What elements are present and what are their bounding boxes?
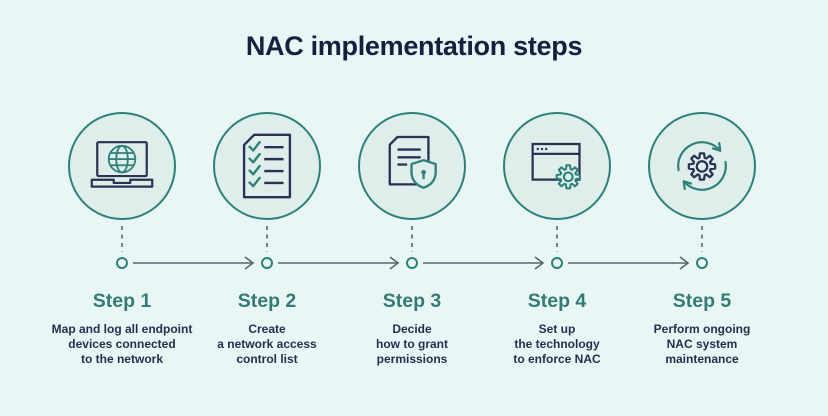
step-2-icon-circle: [213, 112, 321, 220]
step-description-line: Create: [248, 322, 286, 336]
step-description: Map and log all endpoint devices connect…: [37, 322, 207, 367]
step-3: Step 3 Decide how to grant permissions: [327, 112, 497, 367]
step-5-icon-circle: [648, 112, 756, 220]
step-2: Step 2 Create a network access control l…: [182, 112, 352, 367]
step-description-line: Set up: [538, 322, 576, 336]
step-description: Create a network access control list: [182, 322, 352, 367]
step-description-line: to the network: [80, 352, 163, 366]
gear-sync-icon: [677, 141, 727, 191]
step-description-line: NAC system: [666, 337, 738, 351]
step-title: Step 4: [527, 290, 587, 312]
step-description-line: the technology: [514, 337, 600, 351]
page-title: NAC implementation steps: [245, 31, 583, 61]
checklist-icon: [242, 133, 292, 199]
laptop-globe-icon: [90, 141, 154, 188]
step-description-line: a network access: [217, 337, 317, 351]
step-description: Perform ongoing NAC system maintenance: [617, 322, 787, 367]
step-1-icon-circle: [68, 112, 176, 220]
step-description-line: devices connected: [68, 337, 176, 351]
arrowhead-icon: [534, 256, 545, 270]
timeline-node: [261, 257, 273, 269]
step-title: Step 1: [92, 290, 152, 312]
step-title: Step 3: [382, 290, 442, 312]
arrowhead-icon: [679, 256, 690, 270]
arrowhead-icon: [244, 256, 255, 270]
timeline-node: [696, 257, 708, 269]
step-description-line: control list: [236, 352, 298, 366]
step-description-line: maintenance: [665, 352, 739, 366]
timeline-node: [116, 257, 128, 269]
step-title: Step 5: [672, 290, 732, 312]
step-4-icon-circle: [503, 112, 611, 220]
arrowhead-icon: [389, 256, 400, 270]
step-title: Step 2: [237, 290, 297, 312]
step-4: Step 4 Set up the technology to enforce …: [472, 112, 642, 367]
step-description: Decide how to grant permissions: [327, 322, 497, 367]
step-description-line: permissions: [376, 352, 448, 366]
step-description-line: to enforce NAC: [513, 352, 601, 366]
browser-gear-icon: [531, 142, 581, 189]
step-1: Step 1 Map and log all endpoint devices …: [37, 112, 207, 367]
step-description: Set up the technology to enforce NAC: [472, 322, 642, 367]
step-description-line: Perform ongoing: [653, 322, 751, 336]
step-description-line: Decide: [392, 322, 432, 336]
timeline-node: [406, 257, 418, 269]
step-description-line: Map and log all endpoint: [51, 322, 193, 336]
step-3-icon-circle: [358, 112, 466, 220]
document-shield-icon: [388, 135, 437, 189]
timeline-node: [551, 257, 563, 269]
step-description-line: how to grant: [376, 337, 448, 351]
step-5: Step 5 Perform ongoing NAC system mainte…: [617, 112, 787, 367]
